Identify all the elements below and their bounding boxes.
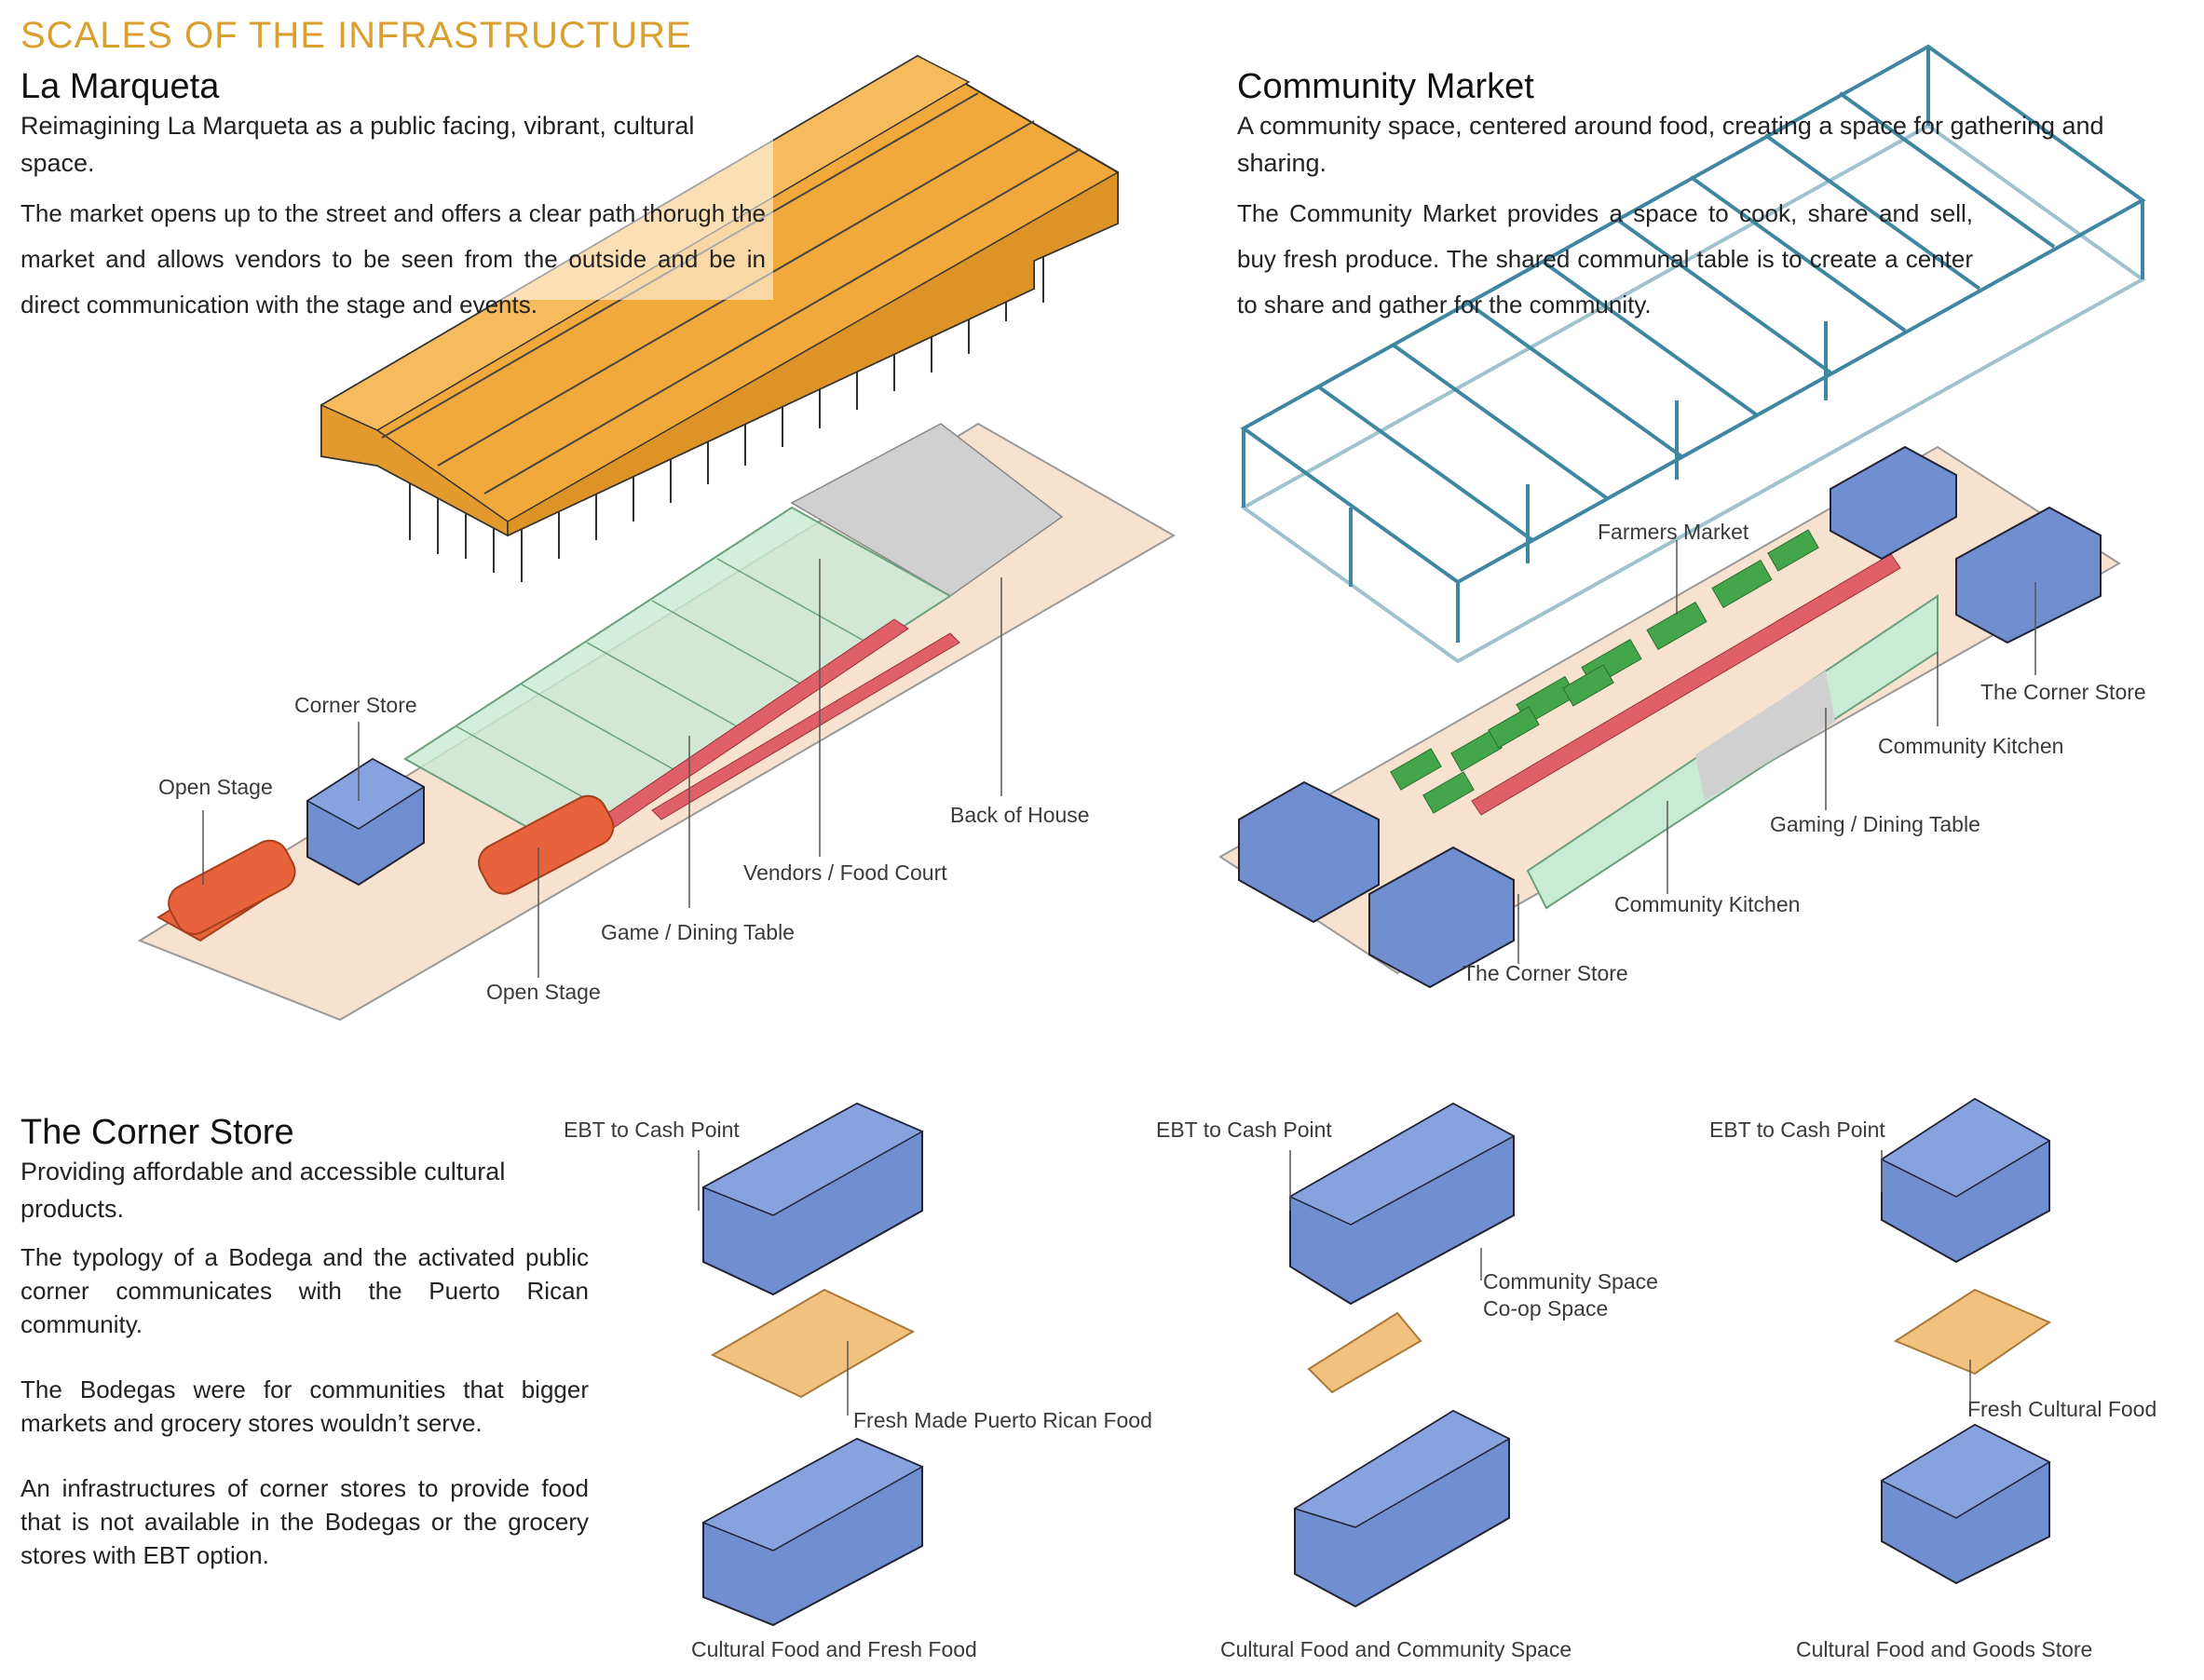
- label-community-kitchen-bottom: Community Kitchen: [1614, 892, 1801, 916]
- corner-store-variant-3: [1880, 1097, 2052, 1585]
- label-open-stage-left: Open Stage: [158, 775, 273, 799]
- community-market-body: The Community Market provides a space to…: [1237, 199, 1973, 318]
- leader-lines: [202, 540, 2036, 1416]
- la-marqueta-section: La Marqueta Reimagining La Marqueta as a…: [20, 67, 766, 328]
- community-market-section: Community Market A community space, cent…: [1237, 67, 2187, 328]
- label-corner-store-bottom: The Corner Store: [1463, 961, 1628, 985]
- caption-variant-3: Cultural Food and Goods Store: [1796, 1637, 2093, 1661]
- caption-variant-1: Cultural Food and Fresh Food: [691, 1637, 977, 1661]
- community-market-subtitle: A community space, centered around food,…: [1237, 112, 2104, 177]
- la-marqueta-heading: La Marqueta: [20, 67, 220, 106]
- la-marqueta-body: The market opens up to the street and of…: [20, 199, 766, 318]
- label-mid-2: Community Space Co-op Space: [1483, 1269, 1658, 1321]
- community-frame: [1240, 44, 2146, 664]
- label-ebt-cash-point-2: EBT to Cash Point: [1156, 1118, 1332, 1142]
- community-market-heading: Community Market: [1237, 67, 1534, 106]
- label-corner-store-right: The Corner Store: [1980, 680, 2146, 704]
- corner-store-heading: The Corner Store: [20, 1113, 294, 1152]
- label-ebt-cash-point-3: EBT to Cash Point: [1709, 1118, 1885, 1142]
- label-ebt-cash-point-1: EBT to Cash Point: [564, 1118, 740, 1142]
- label-mid-3: Fresh Cultural Food: [1967, 1397, 2157, 1421]
- label-back-of-house: Back of House: [950, 803, 1090, 827]
- label-game-dining-table: Game / Dining Table: [601, 920, 795, 944]
- corner-store-paragraph-3: An infrastructures of corner stores to p…: [20, 1474, 589, 1569]
- label-mid-1: Fresh Made Puerto Rican Food: [853, 1408, 1152, 1432]
- corner-store-section: The Corner Store Providing affordable an…: [20, 1113, 589, 1572]
- label-gaming-dining-table: Gaming / Dining Table: [1770, 812, 1980, 836]
- label-vendors-food-court: Vendors / Food Court: [743, 860, 947, 885]
- corner-store-paragraph-2: The Bodegas were for communities that bi…: [20, 1375, 589, 1437]
- corner-store-paragraph-1: The typology of a Bodega and the activat…: [20, 1243, 589, 1338]
- caption-variant-2: Cultural Food and Community Space: [1220, 1637, 1572, 1661]
- label-corner-store: Corner Store: [294, 693, 417, 717]
- marqueta-plan: [137, 422, 1177, 1022]
- label-community-kitchen-right: Community Kitchen: [1878, 734, 2064, 758]
- label-farmers-market: Farmers Market: [1598, 520, 1749, 544]
- community-plan: [1218, 445, 2121, 989]
- la-marqueta-subtitle: Reimagining La Marqueta as a public faci…: [20, 112, 695, 177]
- corner-store-variant-1: [701, 1102, 924, 1627]
- marqueta-roof: [0, 54, 1119, 582]
- corner-store-variant-2: [1288, 1102, 1516, 1608]
- page-title: SCALES OF THE INFRASTRUCTURE: [20, 15, 692, 56]
- label-open-stage-bottom: Open Stage: [486, 980, 601, 1004]
- corner-store-subtitle: Providing affordable and accessible cult…: [20, 1158, 506, 1223]
